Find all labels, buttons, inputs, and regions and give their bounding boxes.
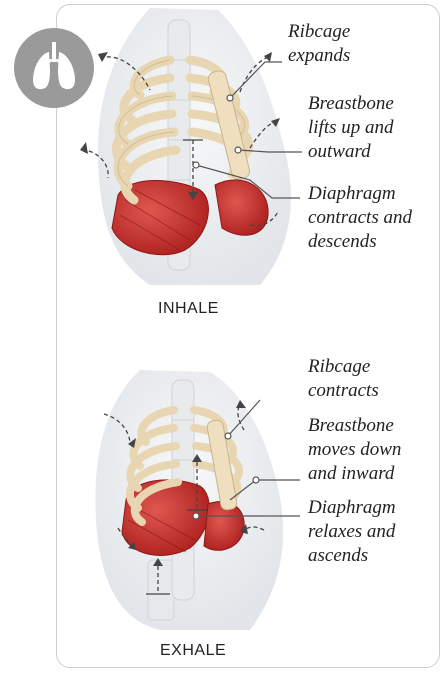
inhale-ribcage-line-1: Ribcage — [288, 20, 350, 44]
inhale-diaphragm-label: Diaphragm contracts and descends — [308, 182, 412, 254]
inhale-diaphragm-line-1: Diaphragm — [308, 182, 412, 206]
inhale-breastbone-line-1: Breastbone — [308, 92, 394, 116]
exhale-phase-label: EXHALE — [160, 642, 226, 660]
inhale-ribcage-line-2: expands — [288, 44, 350, 68]
exhale-breastbone-label: Breastbone moves down and inward — [308, 414, 401, 486]
inhale-diaphragm-line-3: descends — [308, 230, 412, 254]
inhale-ribcage-label: Ribcage expands — [288, 20, 350, 68]
exhale-ribcage-label: Ribcage contracts — [308, 355, 379, 403]
exhale-diaphragm-line-2: relaxes and — [308, 520, 396, 544]
exhale-diaphragm-line-3: ascends — [308, 544, 396, 568]
inhale-breastbone-line-3: outward — [308, 140, 394, 164]
inhale-diaphragm-line-2: contracts and — [308, 206, 412, 230]
exhale-diaphragm-label: Diaphragm relaxes and ascends — [308, 496, 396, 568]
exhale-breastbone-line-3: and inward — [308, 462, 401, 486]
exhale-ribcage-line-1: Ribcage — [308, 355, 379, 379]
exhale-ribcage-line-2: contracts — [308, 379, 379, 403]
inhale-breastbone-label: Breastbone lifts up and outward — [308, 92, 394, 164]
exhale-diaphragm-line-1: Diaphragm — [308, 496, 396, 520]
inhale-phase-label: INHALE — [158, 300, 219, 318]
exhale-breastbone-line-2: moves down — [308, 438, 401, 462]
inhale-breastbone-line-2: lifts up and — [308, 116, 394, 140]
exhale-breastbone-line-1: Breastbone — [308, 414, 401, 438]
